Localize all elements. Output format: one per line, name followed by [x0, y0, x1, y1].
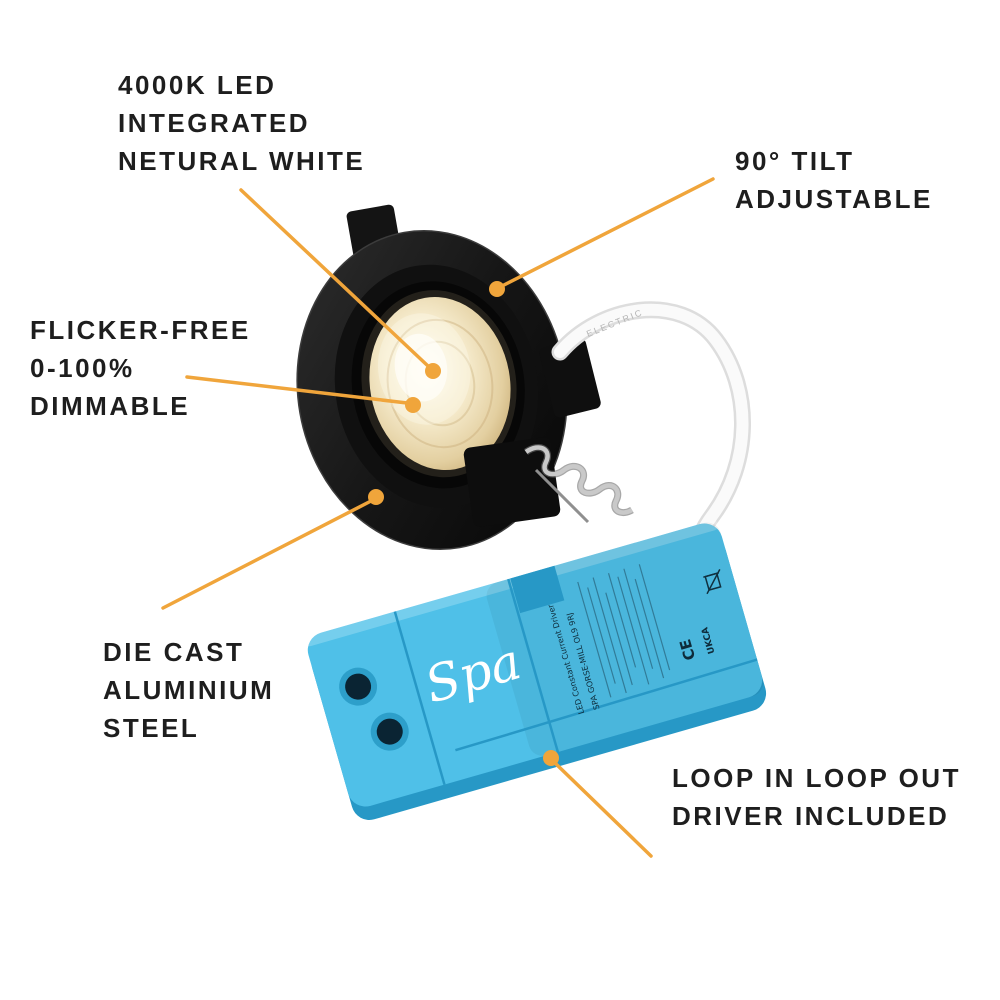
label-line: FLICKER-FREE: [30, 315, 251, 345]
callout-dot-material: [368, 489, 384, 505]
spring-clip: [463, 437, 634, 527]
label-line: DRIVER INCLUDED: [672, 801, 950, 831]
callout-label-led: 4000K LED INTEGRATED NETURAL WHITE: [118, 66, 365, 180]
label-line: ALUMINIUM: [103, 675, 275, 705]
driver-lid-notch: [510, 565, 565, 614]
crossed-bin-icon: [703, 569, 722, 595]
callout-label-tilt: 90° TILT ADJUSTABLE: [735, 142, 933, 218]
callout-label-material: DIE CAST ALUMINIUM STEEL: [103, 633, 274, 747]
driver-top-sheen: [304, 520, 719, 647]
fresnel-ring: [386, 318, 494, 449]
callout-connectors: [161, 177, 715, 858]
label-line: 4000K LED: [118, 70, 277, 100]
driver-endcap-seam: [393, 611, 446, 785]
label-line: DIE CAST: [103, 637, 245, 667]
driver-label-fineprint: [577, 564, 671, 698]
lens-hotspot: [394, 333, 448, 402]
label-line: DIMMABLE: [30, 391, 191, 421]
label-line: ADJUSTABLE: [735, 184, 933, 214]
callout-dot-led: [425, 363, 441, 379]
callout-line-led: [239, 188, 430, 368]
callout-line-material: [161, 499, 373, 610]
callout-label-driver: LOOP IN LOOP OUT DRIVER INCLUDED: [672, 759, 961, 835]
label-line: NETURAL WHITE: [118, 146, 366, 176]
label-line: 90° TILT: [735, 146, 855, 176]
driver-box: Spa LED Constant Current Driver SPA GORS…: [304, 520, 767, 820]
label-line: STEEL: [103, 713, 200, 743]
callout-dot-tilt: [489, 281, 505, 297]
cable-entry-holes: [339, 667, 409, 751]
label-line: INTEGRATED: [118, 108, 311, 138]
callout-line-tilt: [500, 177, 715, 288]
callout-line-dimming: [185, 375, 409, 405]
driver-terminal-cover-seam: [455, 658, 758, 752]
callout-line-driver: [553, 761, 653, 858]
callout-dot-driver: [543, 750, 559, 766]
label-line: 0-100%: [30, 353, 135, 383]
ce-mark: CE: [676, 637, 699, 662]
callout-label-dimming: FLICKER-FREE 0-100% DIMMABLE: [30, 311, 251, 425]
driver-body: [307, 523, 763, 807]
label-line: LOOP IN LOOP OUT: [672, 763, 961, 793]
callout-dot-dimming: [405, 397, 421, 413]
